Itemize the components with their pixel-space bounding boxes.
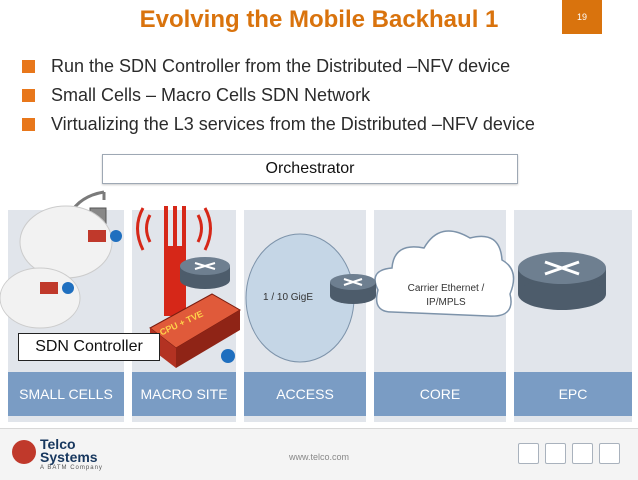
- bullet-square-icon: [22, 118, 35, 131]
- logo-line-1: Telco: [40, 436, 76, 452]
- orchestrator-label: Orchestrator: [265, 160, 355, 177]
- cell-tower-icon: [136, 206, 212, 316]
- logo-line-2: Systems: [40, 449, 98, 465]
- nfv-device-icon: [149, 293, 241, 368]
- bullet-list: Run the SDN Controller from the Distribu…: [22, 52, 535, 139]
- chart-icon: [518, 443, 539, 464]
- core-cloud-icon: [374, 230, 515, 317]
- sdn-controller-box: SDN Controller: [18, 333, 160, 361]
- tower-icon: [545, 443, 566, 464]
- page-number-badge: 19: [562, 0, 602, 34]
- orchestrator-box: Orchestrator: [102, 154, 518, 184]
- network-diagram: [0, 190, 606, 368]
- bullet-text: Small Cells – Macro Cells SDN Network: [51, 85, 371, 105]
- access-link-label: 1 / 10 GigE: [262, 292, 314, 303]
- logo-tagline: A BATM Company: [40, 465, 103, 471]
- router-small-icon: [599, 443, 620, 464]
- footer-url: www.telco.com: [288, 452, 350, 462]
- bullet-text: Virtualizing the L3 services from the Di…: [51, 114, 535, 134]
- telco-logo-icon: [12, 440, 36, 464]
- bullet-item: Run the SDN Controller from the Distribu…: [22, 52, 535, 81]
- segment-label-access: ACCESS: [244, 372, 366, 416]
- bullet-text: Run the SDN Controller from the Distribu…: [51, 56, 511, 76]
- bullet-square-icon: [22, 60, 35, 73]
- bullet-square-icon: [22, 89, 35, 102]
- bullet-item: Virtualizing the L3 services from the Di…: [22, 110, 535, 139]
- small-cell-pole-icon: [0, 190, 122, 329]
- router-icon: [330, 274, 376, 304]
- core-network-label: Carrier Ethernet / IP/MPLS: [407, 283, 485, 308]
- slide-title: Evolving the Mobile Backhaul 1: [139, 6, 499, 33]
- cloud-icon: [572, 443, 593, 464]
- segment-label-small-cells: SMALL CELLS: [8, 372, 124, 416]
- segment-label-core: CORE: [374, 372, 506, 416]
- logo-text: Telco Systems: [40, 436, 98, 465]
- router-icon: [180, 257, 230, 289]
- segment-label-epc: EPC: [514, 372, 632, 416]
- router-icon: [518, 252, 606, 310]
- bullet-item: Small Cells – Macro Cells SDN Network: [22, 81, 535, 110]
- segment-label-macro-site: MACRO SITE: [132, 372, 236, 416]
